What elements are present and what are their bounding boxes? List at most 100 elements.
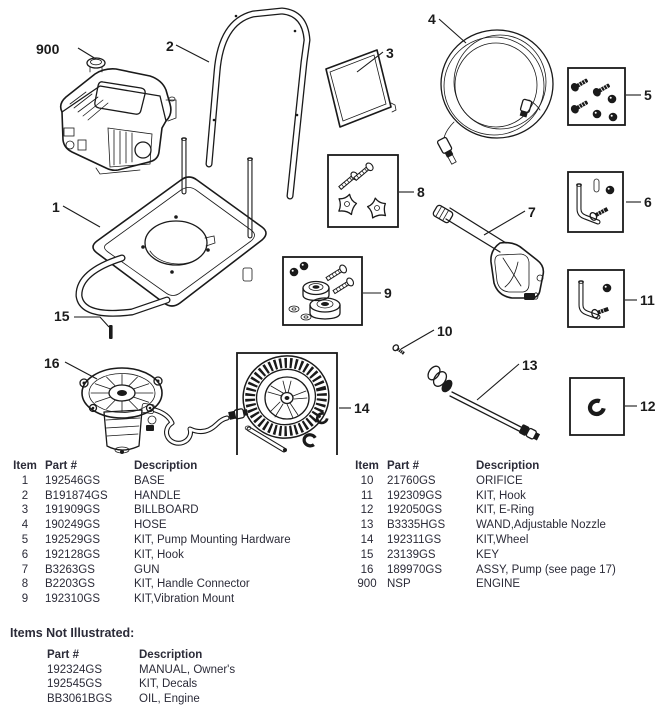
cell-part-number: B2203GS (45, 578, 95, 591)
cell-part-number: 23139GS (387, 548, 436, 561)
column-header-item: Item (13, 460, 37, 472)
cell-description: BASE (134, 474, 165, 487)
table-body: 1 192546GS BASE 2 B191874GS HANDLE 3 191… (10, 474, 344, 607)
table-row: 16 189970GS ASSY, Pump (see page 17) (352, 563, 652, 578)
cell-description: ORIFICE (476, 474, 523, 487)
cell-description: GUN (134, 563, 160, 576)
table-row: 12 192050GS KIT, E-Ring (352, 503, 652, 518)
callout-15: 15 (54, 308, 70, 324)
cell-description: KIT, Hook (134, 548, 184, 561)
callout-13: 13 (522, 357, 538, 373)
callout-6: 6 (644, 194, 652, 210)
parts-table-left: Item Part # Description 1 192546GS BASE … (10, 459, 344, 607)
cell-item: 5 (21, 533, 29, 546)
part-pump-assembly (79, 367, 249, 454)
cell-item: 8 (21, 578, 29, 591)
cell-item: 12 (360, 504, 374, 517)
cell-item: 10 (360, 474, 374, 487)
part-gun (432, 204, 545, 300)
part-engine (59, 57, 177, 175)
callout-12: 12 (640, 398, 656, 414)
table-row: 7 B3263GS GUN (10, 563, 344, 578)
cell-description: HANDLE (134, 489, 181, 502)
exploded-parts-diagram: 900 2 3 4 5 6 7 8 9 10 11 12 13 14 15 16… (36, 7, 656, 455)
table-row: 14 192311GS KIT,Wheel (352, 533, 652, 548)
part-kit-vibration-mount (282, 256, 363, 326)
part-billboard (325, 49, 397, 128)
callout-11: 11 (640, 292, 655, 308)
cell-part-number: 192545GS (47, 678, 102, 691)
table-row: 900 NSP ENGINE (352, 577, 652, 592)
cell-description: KIT, Pump Mounting Hardware (134, 533, 291, 546)
part-hose (436, 29, 554, 165)
table-header: Item Part # Description (352, 459, 652, 474)
cell-description: KIT, E-Ring (476, 504, 535, 517)
cell-item: 3 (21, 504, 29, 517)
cell-item: 6 (21, 548, 29, 561)
callout-2: 2 (166, 38, 174, 54)
part-wand (427, 365, 541, 441)
cell-part-number: 192309GS (387, 489, 442, 502)
cell-part-number: 21760GS (387, 474, 436, 487)
callout-900: 900 (36, 41, 60, 57)
part-orifice (392, 344, 405, 355)
cell-item: 2 (21, 489, 29, 502)
cell-part-number: NSP (387, 578, 411, 591)
cell-part-number: 190249GS (45, 519, 100, 532)
cell-part-number: 192311GS (387, 533, 442, 546)
cell-description: KIT, Decals (139, 678, 198, 691)
table-row: 6 192128GS KIT, Hook (10, 548, 344, 563)
table-row: 9 192310GS KIT,Vibration Mount (10, 592, 344, 607)
section-title: Items Not Illustrated: (10, 626, 135, 640)
table-row: 3 191909GS BILLBOARD (10, 503, 344, 518)
cell-part-number: 192529GS (45, 533, 100, 546)
callout-7: 7 (528, 204, 536, 220)
table-row: 13 B3335HGS WAND,Adjustable Nozzle (352, 518, 652, 533)
cell-description: ENGINE (476, 578, 521, 591)
table-body: 10 21760GS ORIFICE 11 192309GS KIT, Hook… (352, 474, 652, 592)
cell-description: KIT, Hook (476, 489, 526, 502)
cell-item: 4 (21, 519, 29, 532)
cell-item: 1 (21, 474, 29, 487)
table-row: 4 190249GS HOSE (10, 518, 344, 533)
cell-item: 15 (360, 548, 374, 561)
table-row: 5 192529GS KIT, Pump Mounting Hardware (10, 533, 344, 548)
callout-16: 16 (44, 355, 60, 371)
column-header-part: Part # (387, 460, 419, 472)
table-row: 1 192546GS BASE (10, 474, 344, 489)
cell-description: ASSY, Pump (see page 17) (476, 563, 616, 576)
table-row: 8 B2203GS KIT, Handle Connector (10, 577, 344, 592)
column-header-part: Part # (45, 460, 77, 472)
cell-description: KIT, Handle Connector (134, 578, 250, 591)
column-header-part: Part # (47, 648, 79, 661)
cell-description: KIT,Wheel (476, 533, 529, 546)
cell-item: 9 (21, 593, 29, 606)
cell-item: 16 (360, 563, 374, 576)
column-header-description: Description (134, 460, 198, 472)
callout-1: 1 (52, 199, 60, 215)
callout-3: 3 (386, 45, 394, 61)
callout-4: 4 (428, 11, 436, 27)
cell-item: 7 (21, 563, 29, 576)
part-handle (205, 7, 311, 200)
column-header-description: Description (476, 460, 540, 472)
cell-description: OIL, Engine (139, 693, 200, 706)
cell-part-number: BB3061BGS (47, 693, 113, 706)
column-header-item: Item (355, 460, 379, 472)
cell-part-number: 192324GS (47, 663, 102, 676)
cell-description: MANUAL, Owner's (139, 663, 236, 676)
callout-5: 5 (644, 87, 652, 103)
cell-description: KIT,Vibration Mount (134, 593, 235, 606)
part-kit-e-ring (569, 377, 625, 436)
cell-part-number: 191909GS (45, 504, 100, 517)
callout-8: 8 (417, 184, 425, 200)
part-kit-wheel (236, 352, 338, 455)
cell-part-number: 192546GS (45, 474, 100, 487)
column-header-description: Description (139, 648, 203, 661)
part-kit-pump-mounting-hardware (567, 67, 626, 126)
items-not-illustrated-section: Items Not Illustrated: Part # Descriptio… (10, 626, 235, 707)
table-row: BB3061BGS OIL, Engine (47, 692, 235, 707)
table-row: 2 B191874GS HANDLE (10, 489, 344, 504)
parts-table-right: Item Part # Description 10 21760GS ORIFI… (352, 459, 652, 592)
